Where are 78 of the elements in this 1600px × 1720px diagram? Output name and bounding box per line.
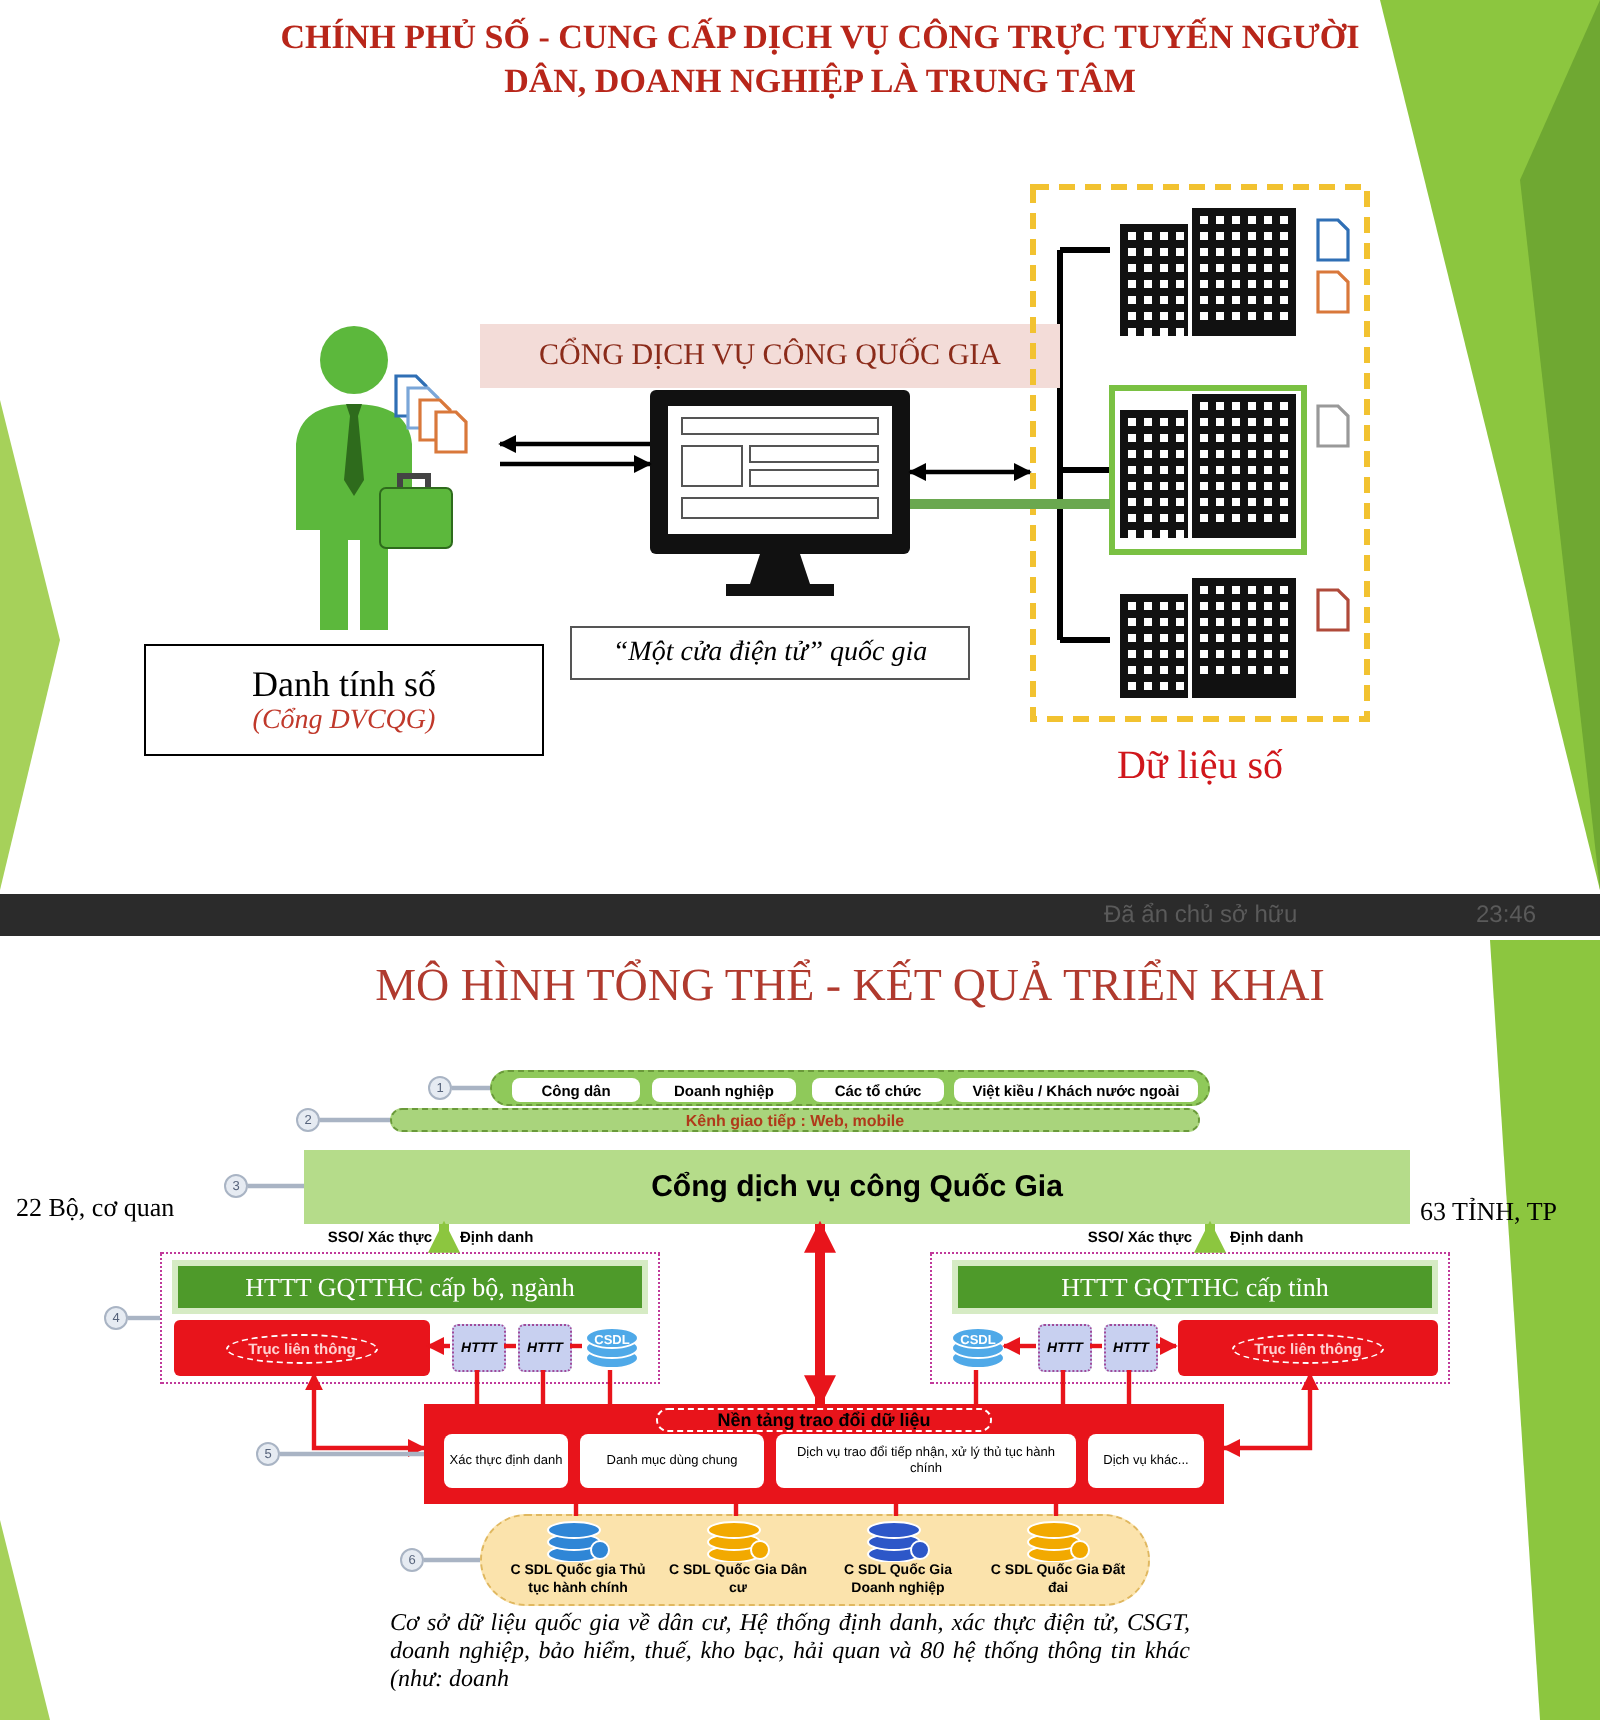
service-box: [580, 1434, 764, 1488]
region-label: 22 Bộ, cơ quan: [16, 1192, 177, 1224]
actor-pill: [954, 1078, 1198, 1102]
connector-line: [474, 1370, 480, 1404]
connector-line: [504, 1343, 516, 1349]
connector-line: [973, 1370, 979, 1404]
actor-pill: [812, 1078, 944, 1102]
arrow: [428, 1220, 460, 1253]
database-band: [480, 1514, 1150, 1606]
arrow: [1002, 1337, 1036, 1355]
leader-line: [128, 1315, 160, 1321]
integration-hub-box: [174, 1320, 430, 1376]
arrow: [908, 463, 1032, 481]
identity-box: [144, 644, 544, 756]
dotted-region-frame: [160, 1252, 660, 1384]
system-box: [1104, 1324, 1158, 1372]
arrow: [1222, 1372, 1319, 1457]
number-circle: [296, 1108, 320, 1132]
arrow: [1194, 1220, 1226, 1253]
arrow: [305, 1372, 426, 1457]
channel-label: Kênh giao tiếp : Web, mobile: [685, 1111, 905, 1129]
connector-line: [733, 1504, 739, 1516]
arrow: [426, 1337, 450, 1355]
connector-line: [1126, 1370, 1132, 1404]
connector-line: [540, 1370, 546, 1404]
connector-line: [1053, 1504, 1059, 1516]
connector-line: [893, 1504, 899, 1516]
system-label: HTTT GQTTHC cấp bộ, ngành: [245, 1271, 575, 1303]
database-cylinder: [584, 1324, 640, 1372]
leader-line: [424, 1557, 480, 1563]
service-box: [1088, 1434, 1204, 1488]
data-exchange-platform: [424, 1404, 1224, 1504]
arrow: [804, 1220, 836, 1408]
identity-title: Danh tính số: [252, 663, 436, 705]
connector-line: [1090, 1343, 1102, 1349]
number-circle: [104, 1306, 128, 1330]
slide-title: MÔ HÌNH TỔNG THỂ - KẾT QUẢ TRIỂN KHAI: [373, 960, 1327, 1012]
system-label: HTTT GQTTHC cấp tỉnh: [1061, 1271, 1329, 1303]
connector-line: [570, 1343, 582, 1349]
actor-pill: [512, 1078, 640, 1102]
group-title: Dữ liệu số: [1116, 744, 1284, 790]
leader-line: [280, 1451, 424, 1457]
arrow: [498, 435, 650, 453]
integration-hub-box: [1178, 1320, 1438, 1376]
dotted-region-frame: [930, 1252, 1450, 1384]
service-box: [776, 1434, 1076, 1488]
connector-line: [573, 1504, 579, 1516]
system-box: [452, 1324, 506, 1372]
connector-line: [910, 499, 1110, 509]
box-label: “Một cửa điện tử” quốc gia: [612, 637, 928, 669]
leader-line: [248, 1183, 304, 1189]
leader-line: [452, 1085, 490, 1091]
caption-box: [570, 626, 970, 680]
caption-paragraph: Cơ sở dữ liệu quốc gia về dân cư, Hệ thống định danh, xác thực điện tử, CSGT, doanh nghiệp, bảo hiểm, thuế, kho bạc, hải quan và 80 hệ thống thông tin khác (như: doanh: [390, 1608, 1190, 1692]
leader-line: [320, 1117, 390, 1123]
number-circle: [428, 1076, 452, 1100]
system-bar: [178, 1266, 642, 1308]
number-circle: [256, 1442, 280, 1466]
system-box: [1038, 1324, 1092, 1372]
number-circle: [224, 1174, 248, 1198]
platform-title: Nền tảng trao đổi dữ liệu: [655, 1408, 993, 1432]
connector-line: [1060, 1370, 1066, 1404]
actor-pill: [652, 1078, 796, 1102]
identity-note: (Cổng DVCQG): [252, 705, 436, 737]
banner-title: CỔNG DỊCH VỤ CÔNG QUỐC GIA: [480, 324, 1060, 388]
number-circle: [400, 1548, 424, 1572]
system-bar: [958, 1266, 1432, 1308]
arrow: [500, 455, 652, 473]
connector-line: [607, 1370, 613, 1404]
system-box: [518, 1324, 572, 1372]
database-cylinder: [950, 1324, 1006, 1372]
service-box: [444, 1434, 568, 1488]
portal-title: Cổng dịch vụ công Quốc Gia: [651, 1170, 1063, 1204]
arrow: [1156, 1337, 1178, 1355]
user-group-band: [490, 1070, 1210, 1106]
channel-band: [390, 1108, 1200, 1132]
portal-box: [304, 1150, 1410, 1224]
slide-title: CHÍNH PHỦ SỐ - CUNG CẤP DỊCH VỤ CÔNG TRỰC TUYẾN NGƯỜI DÂN, DOANH NGHIỆP LÀ TRUNG TÂM: [278, 16, 1362, 104]
